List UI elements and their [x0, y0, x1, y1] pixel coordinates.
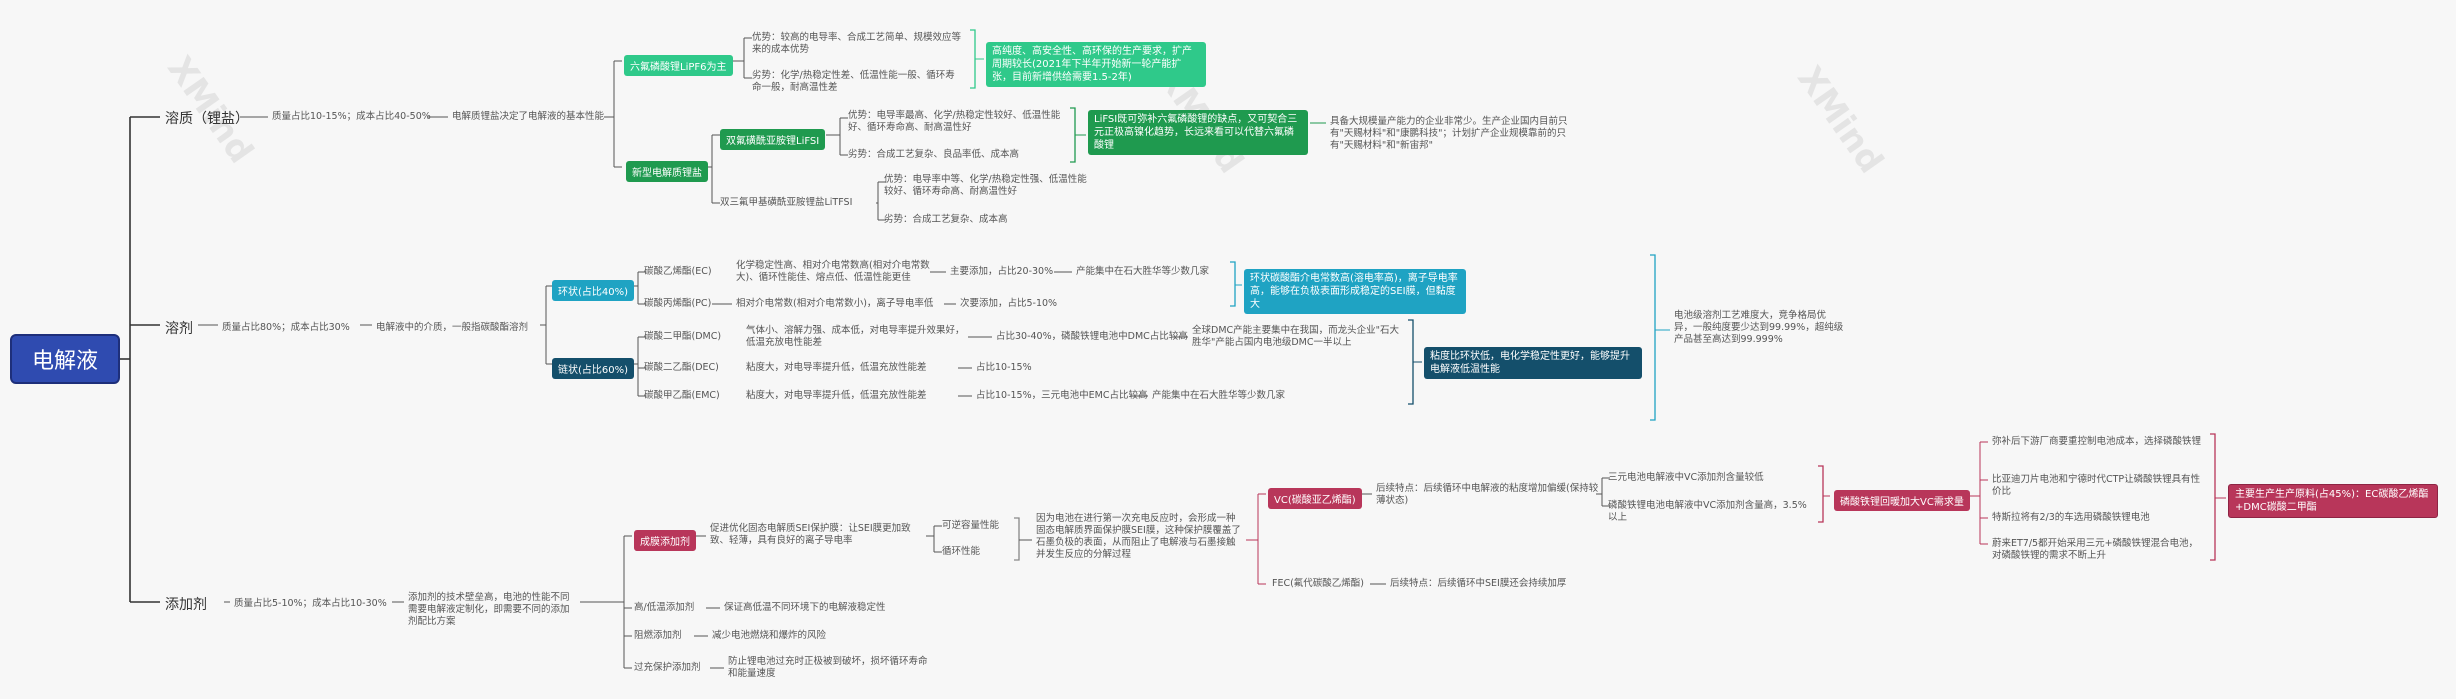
- vc-r3: 特斯拉将有2/3的车选用磷酸铁锂电池: [1992, 512, 2150, 523]
- connector: [1408, 319, 1414, 405]
- topic-solvent[interactable]: 溶剂: [165, 321, 193, 337]
- ec-use: 主要添加，占比20-30%: [950, 266, 1054, 277]
- vc-r2: 比亚迪刀片电池和宁德时代CTP让磷酸铁锂具有性价比: [1992, 474, 2201, 497]
- flame-additive-desc: 减少电池燃烧和爆炸的风险: [712, 630, 827, 641]
- lifsi-adv: 优势：电导率最高、化学/热稳定性较好、低温性能好、循环寿命高、耐高温性好: [848, 110, 1061, 133]
- dec-prop: 粘度大，对电导率提升低，低温充放性能差: [746, 362, 927, 373]
- additive-share: 质量占比5-10%；成本占比10-30%: [234, 598, 387, 609]
- ec-prop: 化学稳定性高、相对介电常数高(相对介电常数大)、循环性能佳、熔点低、低温性能更佳: [736, 260, 930, 283]
- topic-cyclic[interactable]: 环状(占比40%): [552, 280, 635, 301]
- film-desc: 促进优化固态电解质SEI保护膜：让SEI膜更加致致、轻薄，具有良好的离子导电率: [710, 523, 911, 546]
- lipf6-dis: 劣势：化学/热稳定性差、低温性能一般、循环寿命一般，耐高温性差: [752, 70, 955, 93]
- dmc-note: 全球DMC产能主要集中在我国，而龙头企业"石大胜华"产能占国内电池级DMC一半以…: [1192, 325, 1400, 348]
- topic-new-salt[interactable]: 新型电解质锂盐: [626, 161, 708, 182]
- connector: [1014, 517, 1020, 561]
- emc-prop: 粘度大，对电导率提升低，低温充放性能差: [746, 390, 927, 401]
- topic-overcharge-additive[interactable]: 过充保护添加剂: [634, 662, 701, 673]
- dmc-use: 占比30-40%，磷酸铁锂电池中DMC占比较高: [996, 331, 1188, 342]
- litfsi-dis: 劣势：合成工艺复杂、成本高: [884, 214, 1008, 225]
- connector: [1650, 254, 1656, 421]
- emc-use: 占比10-15%，三元电池中EMC占比较高: [976, 390, 1148, 401]
- topic-film-additive[interactable]: 成膜添加剂: [634, 530, 696, 551]
- topic-lipf6[interactable]: 六氟磷酸锂LiPF6为主: [624, 55, 733, 76]
- vc-feature: 后续特点：后续循环中电解液的粘度增加偏缓(保持较薄状态): [1376, 483, 1599, 506]
- topic-litfsi[interactable]: 双三氟甲基磺酰亚胺锂盐LiTFSI: [720, 197, 853, 208]
- solute-share: 质量占比10-15%；成本占比40-50%: [272, 111, 431, 122]
- litfsi-adv: 优势：电导率中等、化学/热稳定性强、低温性能较好、循环寿命高、耐高温性好: [884, 174, 1087, 197]
- cyclic-note: 环状碳酸酯介电常数高(溶电率高)，离子导电率高，能够在负极表面形成稳定的SEI膜…: [1244, 269, 1466, 314]
- topic-lifsi[interactable]: 双氟磺酰亚胺锂LiFSI: [720, 129, 826, 150]
- topic-flame-additive[interactable]: 阻燃添加剂: [634, 630, 682, 641]
- topic-temp-additive[interactable]: 高/低温添加剂: [634, 602, 695, 613]
- solute-role: 电解质锂盐决定了电解液的基本性能: [452, 111, 605, 122]
- dmc-name: 碳酸二甲酯(DMC): [644, 331, 722, 342]
- vc-t2: 磷酸铁锂电池电解液中VC添加剂含量高，3.5%以上: [1608, 500, 1807, 523]
- vc-r1: 弥补后下游厂商要重控制电池成本，选择磷酸铁锂: [1992, 436, 2202, 447]
- film-b1: 可逆容量性能: [942, 520, 1000, 531]
- chain-note: 粘度比环状低，电化学稳定性更好，能够提升电解液低温性能: [1424, 347, 1642, 379]
- emc-name: 碳酸甲乙酯(EMC): [644, 390, 720, 401]
- vc-production: 主要生产生产原料(占45%)：EC碳酸乙烯酯+DMC碳酸二甲酯: [2228, 484, 2438, 518]
- lifsi-capacity: 具备大规模量产能力的企业非常少。生产企业国内目前只有"天赐材料"和"康鹏科技"；…: [1330, 116, 1568, 151]
- root-topic[interactable]: 电解液: [10, 334, 120, 384]
- vc-r4: 蔚来ET7/5都开始采用三元+磷酸铁锂混合电池，对磷酸铁锂的需求不断上升: [1992, 538, 2199, 561]
- connector: [2210, 433, 2216, 561]
- vc-demand-tag[interactable]: 磷酸铁锂回暖加大VC需求量: [1834, 490, 1970, 511]
- lifsi-note: LiFSI既可弥补六氟磷酸锂的缺点，又可契合三元正极高镍化趋势，长远来看可以代替…: [1088, 110, 1308, 155]
- connector: [1070, 107, 1076, 163]
- vc-t1: 三元电池电解液中VC添加剂含量较低: [1608, 472, 1764, 483]
- topic-chain[interactable]: 链状(占比60%): [552, 358, 635, 379]
- lipf6-adv: 优势：较高的电导率、合成工艺简单、规模效应等来的成本优势: [752, 32, 962, 55]
- topic-solute[interactable]: 溶质（锂盐）: [165, 111, 249, 127]
- topic-vc[interactable]: VC(碳酸亚乙烯酯): [1268, 488, 1362, 509]
- pc-use: 次要添加，占比5-10%: [960, 298, 1058, 309]
- pc-name: 碳酸丙烯酯(PC): [644, 298, 712, 309]
- connector: [1230, 261, 1236, 307]
- connector: [970, 29, 976, 89]
- dmc-prop: 气体小、溶解力强、成本低，对电导率提升效果好，低温充放电性能差: [746, 325, 965, 348]
- ec-name: 碳酸乙烯酯(EC): [644, 266, 712, 277]
- dec-name: 碳酸二乙酯(DEC): [644, 362, 719, 373]
- pc-prop: 相对介电常数(相对介电常数小)，离子导电率低: [736, 298, 934, 309]
- topic-additive[interactable]: 添加剂: [165, 597, 207, 613]
- solvent-role: 电解液中的介质，一般指碳酸酯溶剂: [376, 322, 529, 333]
- dec-use: 占比10-15%: [976, 362, 1032, 373]
- ec-note: 产能集中在石大胜华等少数几家: [1076, 266, 1210, 277]
- lipf6-note: 高纯度、高安全性、高环保的生产要求，扩产周期较长(2021年下半年开始新一轮产能…: [986, 42, 1206, 87]
- solvent-summary: 电池级溶剂工艺难度大，竞争格局优异，一般纯度要少达到99.99%，超纯级产品甚至…: [1674, 310, 1844, 345]
- overcharge-additive-desc: 防止锂电池过充时正极被到破坏，损坏循环寿命和能量速度: [728, 656, 928, 679]
- temp-additive-desc: 保证高低温不同环境下的电解液稳定性: [724, 602, 886, 613]
- additive-role: 添加剂的技术壁垒高，电池的性能不同需要电解液定制化，即需要不同的添加剂配比方案: [408, 592, 570, 627]
- emc-note: 产能集中在石大胜华等少数几家: [1152, 390, 1286, 401]
- lifsi-dis: 劣势：合成工艺复杂、良品率低、成本高: [848, 149, 1020, 160]
- film-reason: 因为电池在进行第一次充电反应时，会形成一种固态电解质界面保护膜SEI膜，这种保护…: [1036, 513, 1241, 560]
- topic-fec[interactable]: FEC(氟代碳酸乙烯酯): [1272, 578, 1365, 589]
- connector: [1818, 465, 1824, 523]
- fec-feature: 后续特点：后续循环中SEI膜还会持续加厚: [1390, 578, 1567, 589]
- film-b2: 循环性能: [942, 546, 981, 557]
- solvent-share: 质量占比80%；成本占比30%: [222, 322, 350, 333]
